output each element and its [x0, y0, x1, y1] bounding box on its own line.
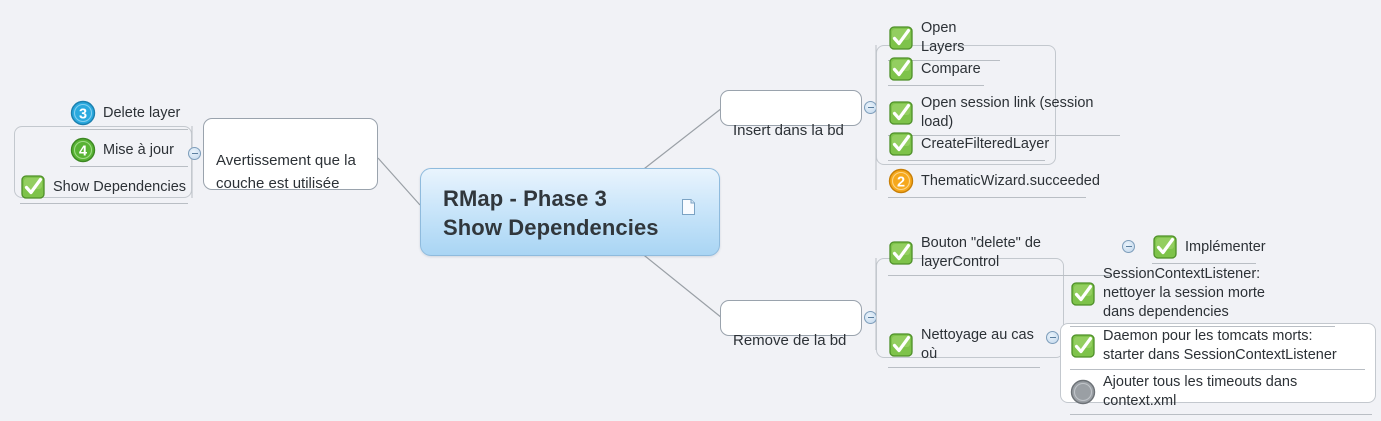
priority-2-icon: 2	[888, 168, 914, 194]
check-icon	[1152, 234, 1178, 260]
list-item[interactable]: Bouton "delete" de layerControl	[888, 234, 1111, 276]
node-remove-label: Remove de la bd	[733, 332, 847, 349]
list-item-label: Ajouter tous les timeouts dans context.x…	[1103, 374, 1298, 409]
collapse-toggle-avertissement[interactable]	[188, 147, 201, 160]
list-item[interactable]: 2 ThematicWizard.succeeded	[888, 168, 1100, 198]
list-item[interactable]: Compare	[888, 56, 984, 86]
list-item-label: Show Dependencies	[53, 178, 187, 195]
priority-3-icon: 3	[70, 100, 96, 126]
list-item-label: ThematicWizard.succeeded	[921, 172, 1100, 189]
node-insert-dans-la-bd[interactable]: Insert dans la bd	[720, 90, 862, 139]
collapse-toggle-nettoyage[interactable]	[1046, 331, 1059, 344]
note-icon	[682, 199, 695, 215]
list-item[interactable]: CreateFilteredLayer	[888, 131, 1049, 161]
node-insert-label: Insert dans la bd	[733, 122, 844, 139]
list-item-label: SessionContextListener: nettoyer la sess…	[1103, 266, 1265, 320]
list-item-label: Daemon pour les tomcats morts: starter d…	[1103, 328, 1337, 363]
list-item[interactable]: Open session link (session load)	[888, 94, 1120, 136]
collapse-toggle-insert[interactable]	[864, 101, 877, 114]
check-icon	[888, 240, 914, 266]
list-item-label: CreateFilteredLayer	[921, 135, 1050, 152]
node-avertissement-label: Avertissement que la couche est utilisée	[216, 152, 356, 192]
list-item-label: Delete layer	[103, 104, 181, 121]
progress-half-icon	[1070, 379, 1096, 405]
svg-text:4: 4	[79, 143, 87, 159]
check-icon	[20, 174, 46, 200]
svg-text:2: 2	[897, 174, 905, 190]
list-item-label: Open session link (session load)	[921, 95, 1094, 130]
list-item[interactable]: SessionContextListener: nettoyer la sess…	[1070, 265, 1335, 327]
node-avertissement[interactable]: Avertissement que la couche est utilisée	[203, 118, 378, 192]
svg-text:3: 3	[79, 106, 87, 122]
list-item-label: Implémenter	[1185, 238, 1266, 255]
collapse-toggle-bouton-delete[interactable]	[1122, 240, 1135, 253]
list-item[interactable]: Daemon pour les tomcats morts: starter d…	[1070, 327, 1365, 370]
check-icon	[888, 56, 914, 82]
list-item[interactable]: Implémenter	[1152, 234, 1266, 264]
list-item-label: Bouton "delete" de layerControl	[921, 235, 1041, 270]
list-item-label: Nettoyage au cas où	[921, 327, 1034, 362]
check-icon	[888, 25, 914, 51]
page-title: RMap - Phase 3 Show Dependencies	[443, 186, 659, 240]
central-node[interactable]: RMap - Phase 3 Show Dependencies	[420, 168, 720, 256]
list-item[interactable]: Nettoyage au cas où	[888, 326, 1040, 368]
priority-4-icon: 4	[70, 137, 96, 163]
check-icon	[1070, 281, 1096, 307]
list-item[interactable]: Show Dependencies	[20, 174, 188, 204]
list-item-label: Compare	[921, 60, 981, 77]
list-item[interactable]: 3 Delete layer	[70, 100, 188, 130]
list-item[interactable]: Ajouter tous les timeouts dans context.x…	[1070, 373, 1372, 415]
list-item[interactable]: Open Layers	[888, 19, 1000, 61]
list-item-label: Mise à jour	[103, 141, 174, 158]
list-item-label: Open Layers	[921, 20, 965, 55]
check-icon	[1070, 333, 1096, 359]
check-icon	[888, 100, 914, 126]
list-item[interactable]: 4 Mise à jour	[70, 137, 188, 167]
node-remove-de-la-bd[interactable]: Remove de la bd	[720, 300, 862, 349]
check-icon	[888, 332, 914, 358]
collapse-toggle-remove[interactable]	[864, 311, 877, 324]
check-icon	[888, 131, 914, 157]
